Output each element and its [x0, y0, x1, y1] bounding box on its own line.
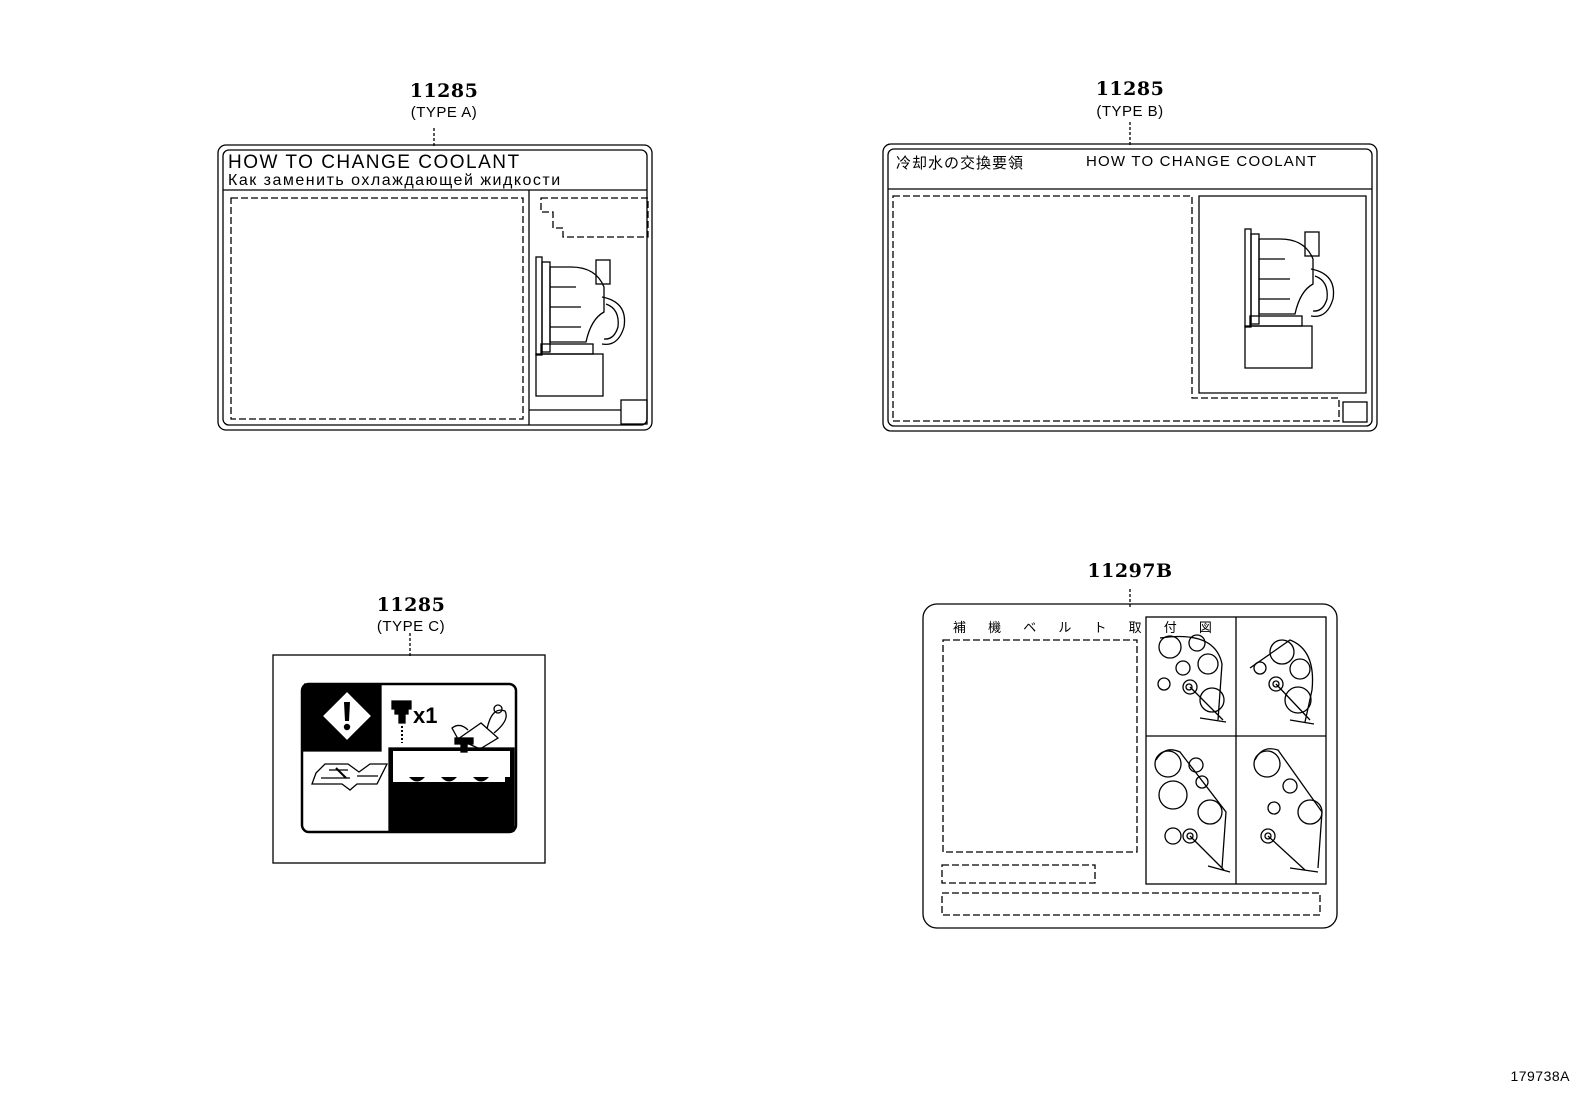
radiator-tank-icon [388, 737, 515, 832]
type-c-label: (TYPE C) [376, 618, 446, 635]
cap-icon [391, 700, 412, 743]
multiplier-text: x1 [413, 703, 438, 728]
figure-id: 179738A [1510, 1068, 1570, 1084]
part-number-a: 11285 [409, 80, 479, 102]
engine-illustration-icon [1244, 228, 1335, 369]
label-d-title-jp: 補 機 ベ ル ト 取 付 図 [953, 621, 1221, 636]
label-c-frame [272, 633, 546, 864]
warning-icon [301, 683, 382, 752]
engine-illustration-icon [535, 256, 626, 397]
label-a-title-ru: Как заменить охлаждающей жидкости [228, 172, 562, 189]
label-b-title-jp: 冷却水の交換要領 [896, 154, 1025, 172]
belt-routing-icon [1154, 634, 1323, 873]
label-a-title-en: HOW TO CHANGE COOLANT [228, 152, 521, 173]
type-a-label: (TYPE A) [410, 104, 478, 121]
part-number-c: 11285 [376, 594, 446, 616]
label-b-title-en: HOW TO CHANGE COOLANT [1086, 153, 1318, 170]
label-a-frame [217, 128, 653, 431]
type-b-label: (TYPE B) [1096, 103, 1164, 120]
part-number-b: 11285 [1095, 78, 1165, 100]
watering-can-icon [451, 704, 507, 750]
part-number-d: 11297B [1087, 560, 1173, 582]
label-d-frame [922, 589, 1338, 929]
label-b-frame [882, 122, 1378, 432]
manual-book-icon [311, 763, 389, 791]
